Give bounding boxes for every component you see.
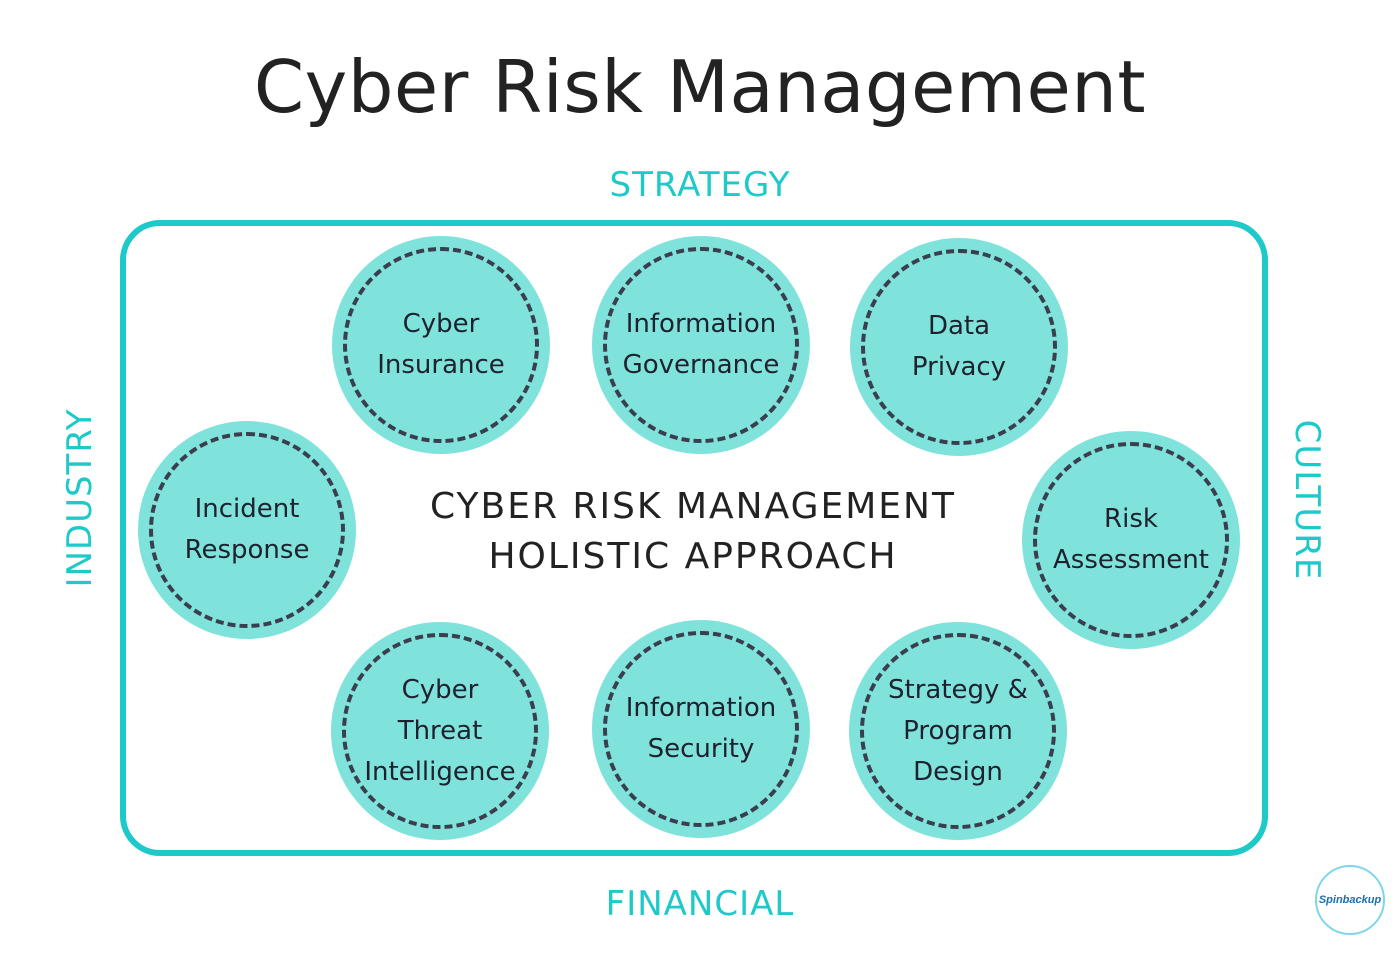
- component-label-line: Information: [625, 309, 777, 339]
- component-risk-assessment: Risk Assessment: [1022, 431, 1240, 649]
- component-label-line: Program: [903, 715, 1013, 746]
- component-label-line: Threat: [397, 715, 483, 746]
- strategy-label: STRATEGY: [609, 165, 791, 205]
- dashed-ring: Risk Assessment: [1033, 442, 1229, 638]
- component-information-security: Information Security: [592, 620, 810, 838]
- component-label-line: Privacy: [911, 352, 1007, 382]
- component-cyber-threat-intelligence: Cyber Threat Intelligence: [331, 622, 549, 840]
- dashed-ring: Incident Response: [149, 432, 345, 628]
- dashed-ring: Information Security: [603, 631, 799, 827]
- component-label-line: Response: [184, 535, 310, 565]
- dashed-ring: Cyber Threat Intelligence: [342, 633, 538, 829]
- component-data-privacy: Data Privacy: [850, 238, 1068, 456]
- component-label-line: Governance: [622, 350, 780, 380]
- component-label-line: Cyber: [401, 674, 479, 705]
- component-cyber-insurance: Cyber Insurance: [332, 236, 550, 454]
- component-label-line: Incident: [194, 494, 300, 524]
- component-label-line: Assessment: [1053, 545, 1209, 575]
- component-label-line: Cyber: [402, 309, 480, 339]
- financial-label: FINANCIAL: [605, 884, 795, 924]
- component-label-line: Design: [913, 756, 1003, 787]
- component-label-line: Strategy &: [888, 674, 1028, 705]
- diagram-frame: [120, 220, 1268, 856]
- page-title: Cyber Risk Management: [253, 45, 1147, 129]
- spinbackup-logo: Spinbackup: [1315, 865, 1385, 935]
- component-label-line: Information: [625, 693, 777, 723]
- industry-label: INDUSTRY: [60, 408, 100, 588]
- dashed-ring: Cyber Insurance: [343, 247, 539, 443]
- center-heading-line-1: CYBER RISK MANAGEMENT: [430, 486, 956, 527]
- center-heading-line-2: HOLISTIC APPROACH: [488, 536, 898, 577]
- component-strategy-program-design: Strategy & Program Design: [849, 622, 1067, 840]
- dashed-ring: Information Governance: [603, 247, 799, 443]
- component-label-line: Intelligence: [364, 756, 516, 787]
- component-label-line: Insurance: [377, 350, 505, 380]
- component-information-governance: Information Governance: [592, 236, 810, 454]
- component-incident-response: Incident Response: [138, 421, 356, 639]
- component-label-line: Security: [647, 734, 755, 764]
- center-heading: CYBER RISK MANAGEMENT HOLISTIC APPROACH: [393, 482, 993, 582]
- culture-label: CULTURE: [1287, 419, 1327, 581]
- component-label-line: Data: [927, 311, 991, 341]
- dashed-ring: Data Privacy: [861, 249, 1057, 445]
- dashed-ring: Strategy & Program Design: [860, 633, 1056, 829]
- component-label-line: Risk: [1104, 504, 1158, 534]
- logo-text: Spinbackup: [1318, 894, 1382, 906]
